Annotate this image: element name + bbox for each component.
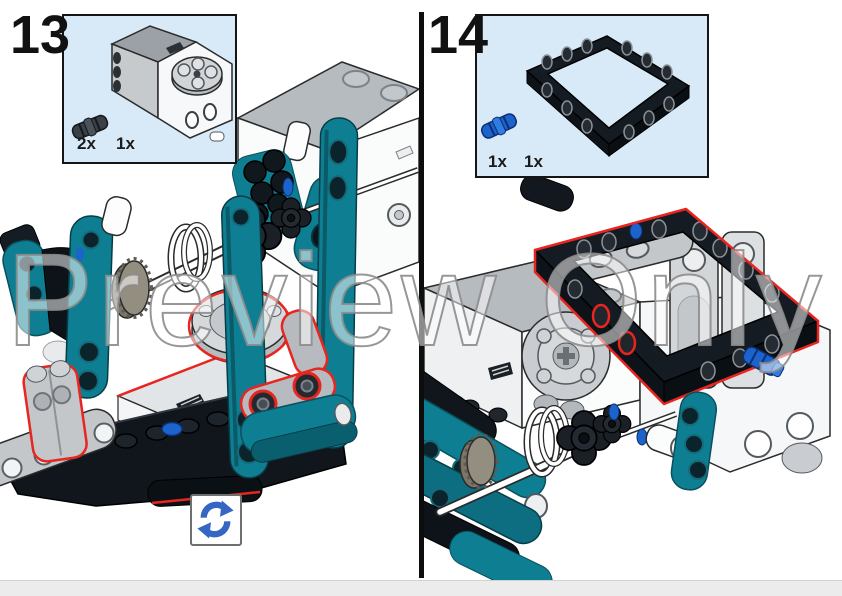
blue-axle-pin-icon [480, 113, 518, 139]
part-quantity: 2x [77, 134, 96, 153]
bottom-page-strip [0, 580, 842, 596]
black-technic-frame-icon [525, 35, 691, 158]
medium-angular-motor-icon [110, 25, 233, 142]
step-14-parts-box: 1x 1x [475, 14, 709, 178]
rotate-arrows-icon [197, 500, 234, 539]
rotate-model-symbol [190, 494, 242, 546]
blue-axle-pin-placed [742, 346, 785, 378]
step-number: 13 [10, 5, 71, 65]
step-13-assembly-illustration [0, 61, 419, 507]
step-number: 14 [428, 5, 489, 65]
left-clamp-assembly [0, 196, 132, 399]
teal-beam-bottom-right [240, 394, 358, 463]
step-13-panel: 13 [0, 0, 419, 580]
panel-divider [419, 12, 424, 578]
part-quantity: 1x [524, 152, 543, 171]
part-quantity: 1x [488, 152, 507, 171]
dark-friction-pin-icon [71, 114, 109, 140]
gray-angle-beams [0, 360, 117, 489]
part-quantity: 1x [116, 134, 135, 153]
step-14-parts-illustration [480, 35, 691, 158]
technic-frame-highlighted [533, 207, 820, 406]
gear-axle-assembly [424, 361, 718, 580]
step-14-panel: 14 [424, 0, 842, 580]
step-13-parts-box: 2x 1x [62, 14, 237, 164]
step-13-parts-illustration [71, 25, 233, 142]
step-14-assembly-illustration [424, 174, 831, 580]
axle-and-gears [97, 167, 419, 319]
